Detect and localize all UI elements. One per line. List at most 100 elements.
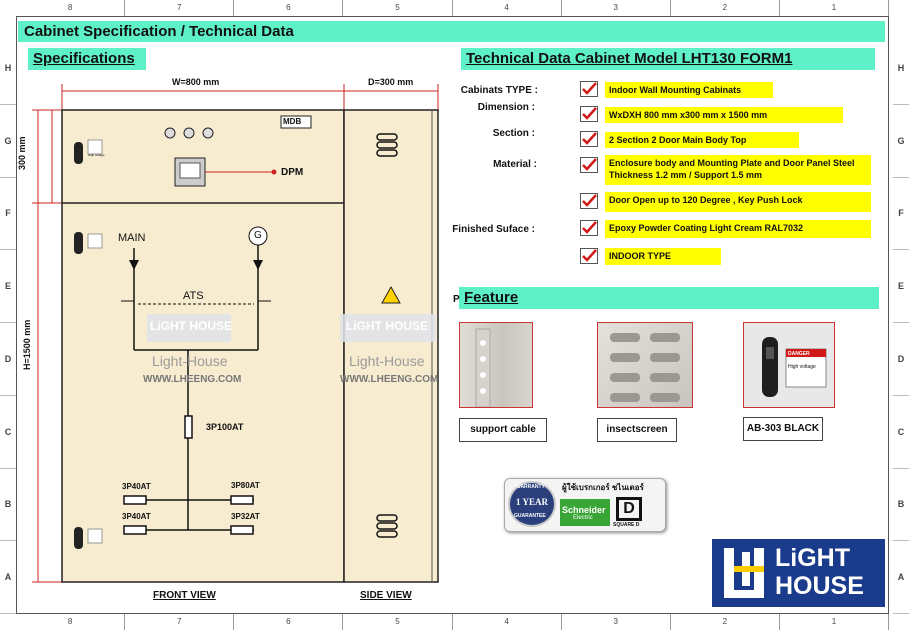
ruler-cell: F xyxy=(0,178,16,251)
watermark-logo-text: LiGHT HOUSE xyxy=(346,319,429,333)
spec-value: INDOOR TYPE xyxy=(605,248,721,265)
watermark-logo-text: LiGHT HOUSE xyxy=(150,319,233,333)
ruler-cell: 7 xyxy=(125,614,235,630)
lighthouse-logo-icon xyxy=(720,546,768,600)
spec-value: Enclosure body and Mounting Plate and Do… xyxy=(605,155,871,185)
ruler-cell: H xyxy=(893,32,909,105)
spec-value: Indoor Wall Mounting Cabinats xyxy=(605,82,773,98)
ruler-cell: F xyxy=(893,178,909,251)
square-d-logo: D xyxy=(616,497,642,521)
technical-heading: Technical Data Cabinet Model LHT130 FORM… xyxy=(461,48,875,70)
ruler-cell: 3 xyxy=(562,614,671,630)
ruler-cell: C xyxy=(893,396,909,469)
watermark-url: WWW.LHEENG.COM xyxy=(340,374,439,385)
spec-label: Dimension : xyxy=(477,102,535,113)
warning-sticker xyxy=(87,139,103,155)
warranty-ring-top: WARRANTY xyxy=(516,484,545,490)
insect-screen-photo xyxy=(597,322,693,408)
ruler-cell: 3 xyxy=(562,0,671,16)
breaker-label: 3P32AT xyxy=(231,512,260,521)
watermark-name: Light-House xyxy=(152,353,228,369)
checkmark-icon xyxy=(580,81,598,97)
pilot-lamp xyxy=(164,127,176,139)
main-breaker xyxy=(184,415,193,439)
watermark-logo xyxy=(147,314,231,342)
checkmark-icon xyxy=(580,193,598,209)
ruler-cell: A xyxy=(0,541,16,614)
gen-arrow xyxy=(253,260,263,270)
ruler-cell: 6 xyxy=(234,614,344,630)
checkmark-icon xyxy=(580,248,598,264)
feature-caption: insectscreen xyxy=(597,418,677,442)
ruler-cell: 2 xyxy=(671,614,780,630)
ruler-cell: 8 xyxy=(16,0,126,16)
feature-caption: support cable xyxy=(459,418,547,442)
breaker-label: 3P80AT xyxy=(231,481,260,490)
front-cabinet xyxy=(61,109,345,583)
dpm-dot xyxy=(271,169,277,175)
top-section-dimension: 300 mm xyxy=(17,136,27,170)
width-dimension: W=800 mm xyxy=(172,77,220,87)
louver-top xyxy=(376,133,398,157)
warranty-ring-bottom: GUARANTEE xyxy=(514,513,546,519)
warranty-seal xyxy=(508,481,556,527)
specifications-heading: Specifications xyxy=(28,48,146,70)
main-arrow xyxy=(129,260,139,270)
mdb-plate xyxy=(280,115,312,129)
left-ruler: H G F E D C B A xyxy=(0,32,16,614)
door-lock-icon xyxy=(74,232,83,254)
warning-sticker xyxy=(87,233,103,249)
ruler-cell: D xyxy=(893,323,909,396)
square-d-sub: SQUARE D xyxy=(613,522,640,528)
ruler-cell: 7 xyxy=(125,0,235,16)
logo-line1: LiGHT xyxy=(775,544,850,572)
side-view-label: SIDE VIEW xyxy=(360,590,412,601)
schneider-logo-sub: Electric xyxy=(573,515,593,521)
spec-value: Door Open up to 120 Degree , Key Push Lo… xyxy=(605,192,871,212)
ruler-cell: D xyxy=(0,323,16,396)
feature-heading: Feature xyxy=(459,287,879,309)
spec-label: Material : xyxy=(493,159,537,170)
side-cabinet xyxy=(343,109,439,583)
spec-value: Epoxy Powder Coating Light Cream RAL7032 xyxy=(605,220,871,238)
support-cable-photo xyxy=(459,322,533,408)
spec-label: Section : xyxy=(492,128,535,139)
checkmark-icon xyxy=(580,157,598,173)
dpm-screen xyxy=(179,162,201,179)
logo-line2: HOUSE xyxy=(775,572,864,600)
front-view-label: FRONT VIEW xyxy=(153,590,216,601)
ruler-cell: 5 xyxy=(343,0,453,16)
generator-label: G xyxy=(254,230,262,241)
door-lock-icon xyxy=(74,527,83,549)
ruler-cell: 2 xyxy=(671,0,780,16)
feature-high-voltage-text: High voltage xyxy=(788,364,816,370)
ruler-cell: E xyxy=(893,250,909,323)
side-p-label: P xyxy=(453,294,460,305)
spec-label: Cabinats TYPE : xyxy=(460,85,538,96)
cabinet-drawing xyxy=(32,84,439,583)
ruler-cell: 4 xyxy=(453,614,562,630)
spec-label: Finished Suface : xyxy=(452,224,535,235)
breaker-label: 3P40AT xyxy=(122,512,151,521)
schneider-logo xyxy=(560,499,610,526)
breaker-label: 3P40AT xyxy=(122,482,151,491)
warranty-thai-text: ผู้ใช้เบรกเกอร์ ชไนเดอร์ xyxy=(562,483,644,492)
watermark-url: WWW.LHEENG.COM xyxy=(143,374,242,385)
ruler-cell: C xyxy=(0,396,16,469)
ruler-cell: B xyxy=(893,469,909,542)
ruler-cell: G xyxy=(0,105,16,178)
ruler-cell: 6 xyxy=(234,0,344,16)
ruler-cell: 1 xyxy=(780,0,889,16)
height-dimension: H=1500 mm xyxy=(22,319,32,370)
branch-breaker xyxy=(230,525,254,535)
feature-caption: AB-303 BLACK xyxy=(743,417,823,441)
watermark-logo xyxy=(340,314,436,342)
ruler-cell: E xyxy=(0,250,16,323)
branch-breaker xyxy=(123,495,147,505)
drawing-frame xyxy=(16,16,889,614)
ruler-cell: H xyxy=(0,32,16,105)
ruler-cell: B xyxy=(0,469,16,542)
ats-label: ATS xyxy=(183,290,204,302)
checkmark-icon xyxy=(580,220,598,236)
main-label: MAIN xyxy=(118,232,146,244)
